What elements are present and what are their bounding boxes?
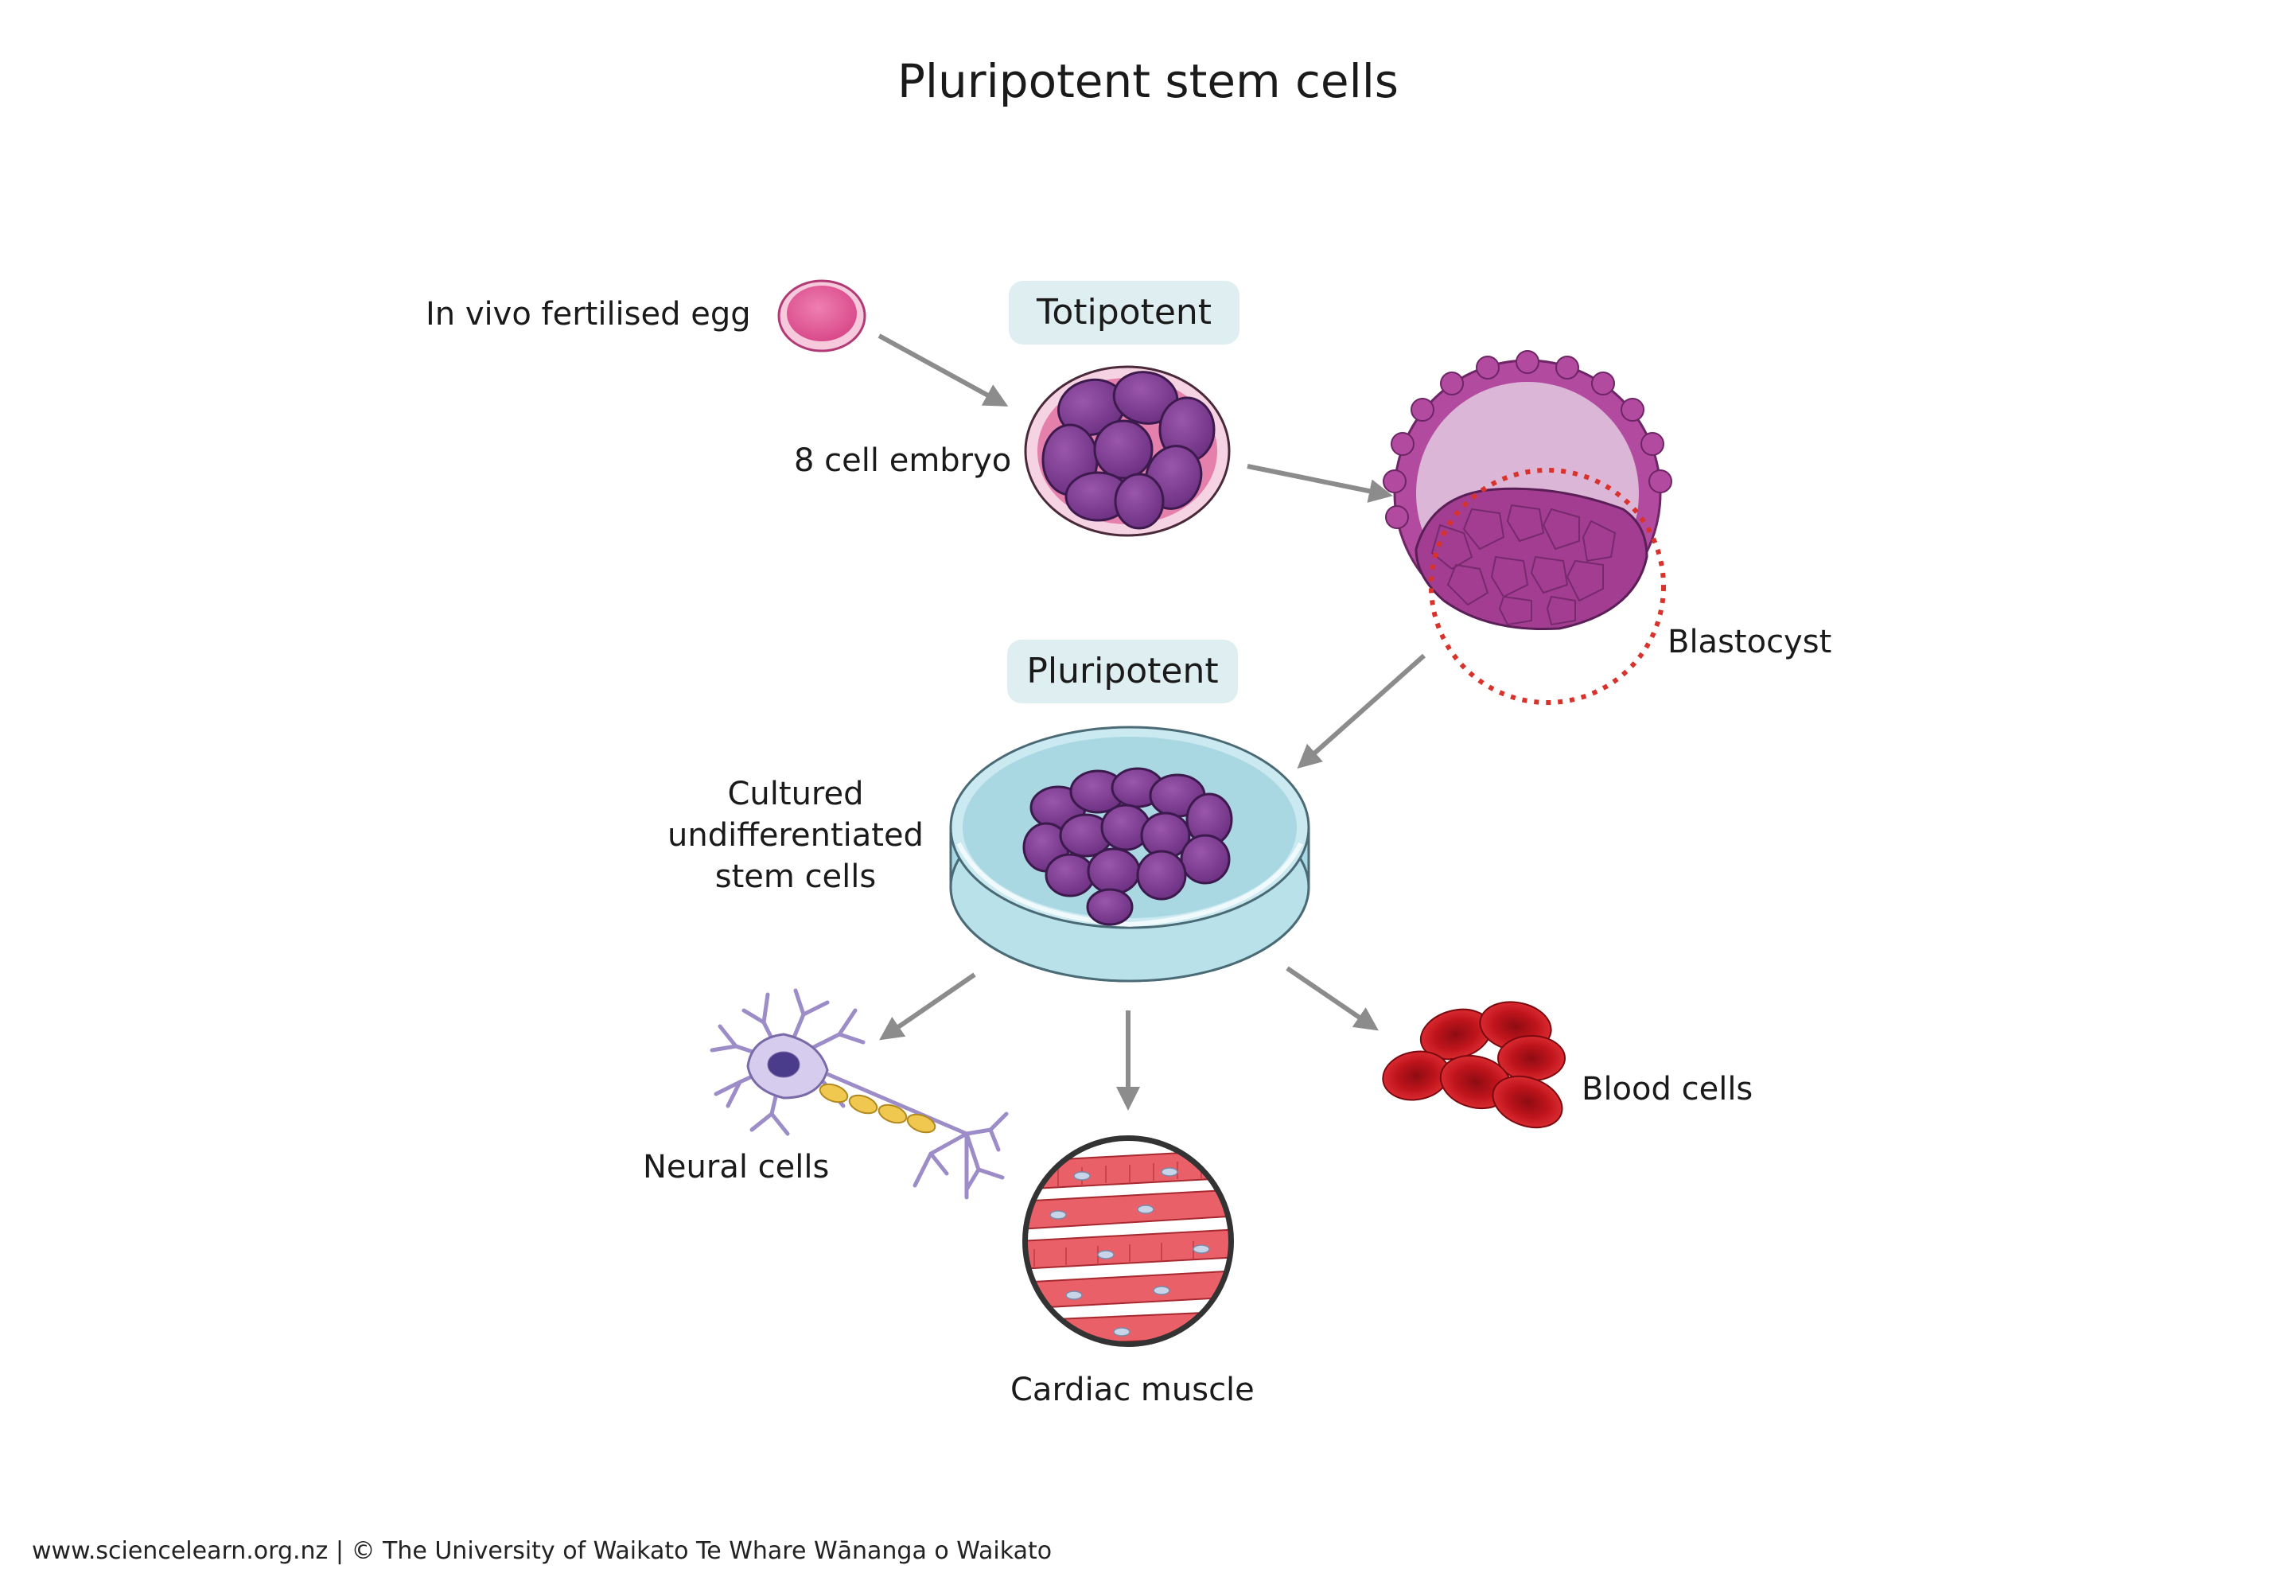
label-cardiac-muscle: Cardiac muscle (1010, 1372, 1255, 1408)
diagram-title: Pluripotent stem cells (897, 54, 1399, 108)
arrow-dish-to-neural (879, 972, 976, 1041)
blood-cells-illustration (1382, 1001, 1566, 1129)
label-neural-cells: Neural cells (643, 1149, 830, 1185)
arrow-blastocyst-to-dish (1297, 653, 1426, 769)
label-cultured-line-1: Cultured (727, 776, 864, 812)
arrow-egg-to-embryo (878, 333, 1009, 407)
footer-credit: www.sciencelearn.org.nz | © The Universi… (32, 1537, 1053, 1565)
petri-dish-illustration (949, 726, 1310, 983)
arrow-embryo-to-blastocyst (1247, 464, 1393, 503)
label-eight-cell-embryo: 8 cell embryo (794, 442, 1012, 479)
label-cultured-stem-cells: Cultured undifferentiated stem cells (652, 773, 939, 897)
label-blood-cells: Blood cells (1582, 1071, 1753, 1107)
inner-cell-mass-highlight (1429, 468, 1666, 705)
label-blastocyst: Blastocyst (1668, 624, 1832, 660)
badge-pluripotent: Pluripotent (1007, 640, 1238, 703)
arrows (878, 333, 1426, 1111)
neuron-illustration (710, 988, 1009, 1200)
label-cultured-line-3: stem cells (714, 858, 877, 895)
badge-totipotent: Totipotent (1009, 281, 1239, 345)
label-cultured-line-2: undifferentiated (667, 817, 924, 854)
blastocyst-illustration (1383, 350, 1672, 705)
arrow-dish-to-blood (1286, 966, 1379, 1031)
fertilised-egg-illustration (777, 279, 866, 352)
cardiac-muscle-illustration (1022, 1135, 1234, 1347)
eight-cell-embryo-illustration (1024, 365, 1231, 537)
label-fertilised-egg: In vivo fertilised egg (426, 296, 751, 333)
